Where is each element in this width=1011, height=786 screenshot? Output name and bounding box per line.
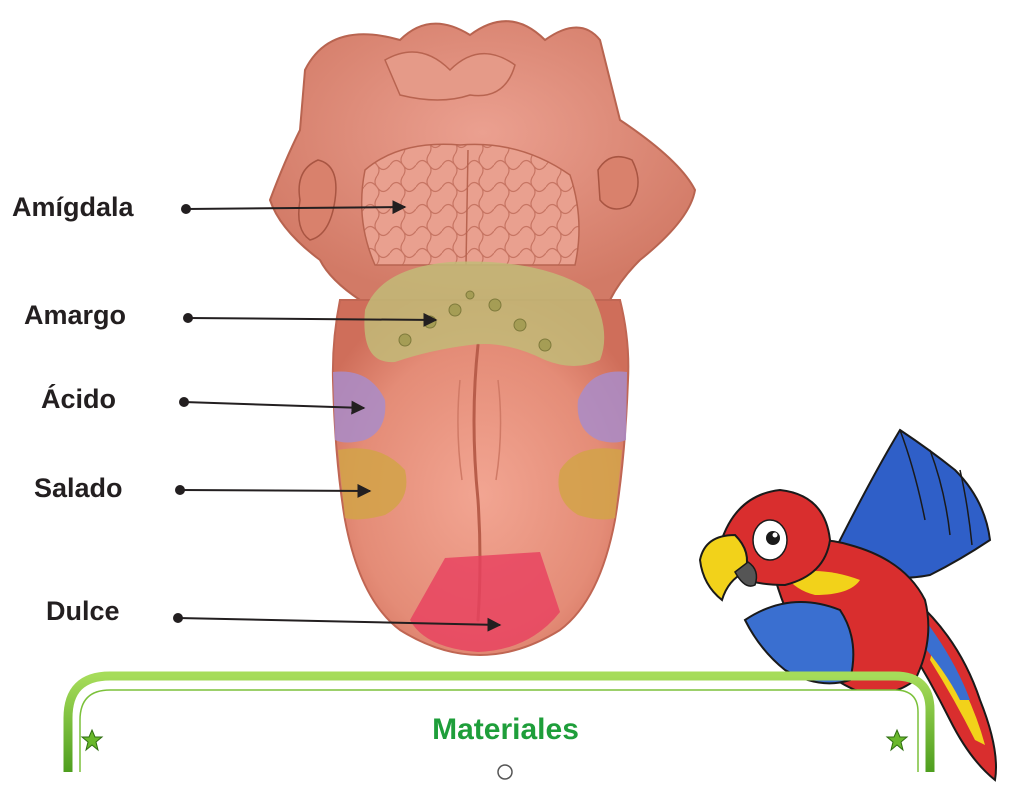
banner-ring-icon xyxy=(498,765,512,779)
label-amargo: Amargo xyxy=(24,300,126,331)
pharynx xyxy=(270,21,695,300)
label-acido: Ácido xyxy=(41,384,116,415)
label-dulce: Dulce xyxy=(46,596,120,627)
label-amigdala: Amígdala xyxy=(12,192,134,223)
label-salado: Salado xyxy=(34,473,123,504)
materiales-banner xyxy=(68,676,930,779)
